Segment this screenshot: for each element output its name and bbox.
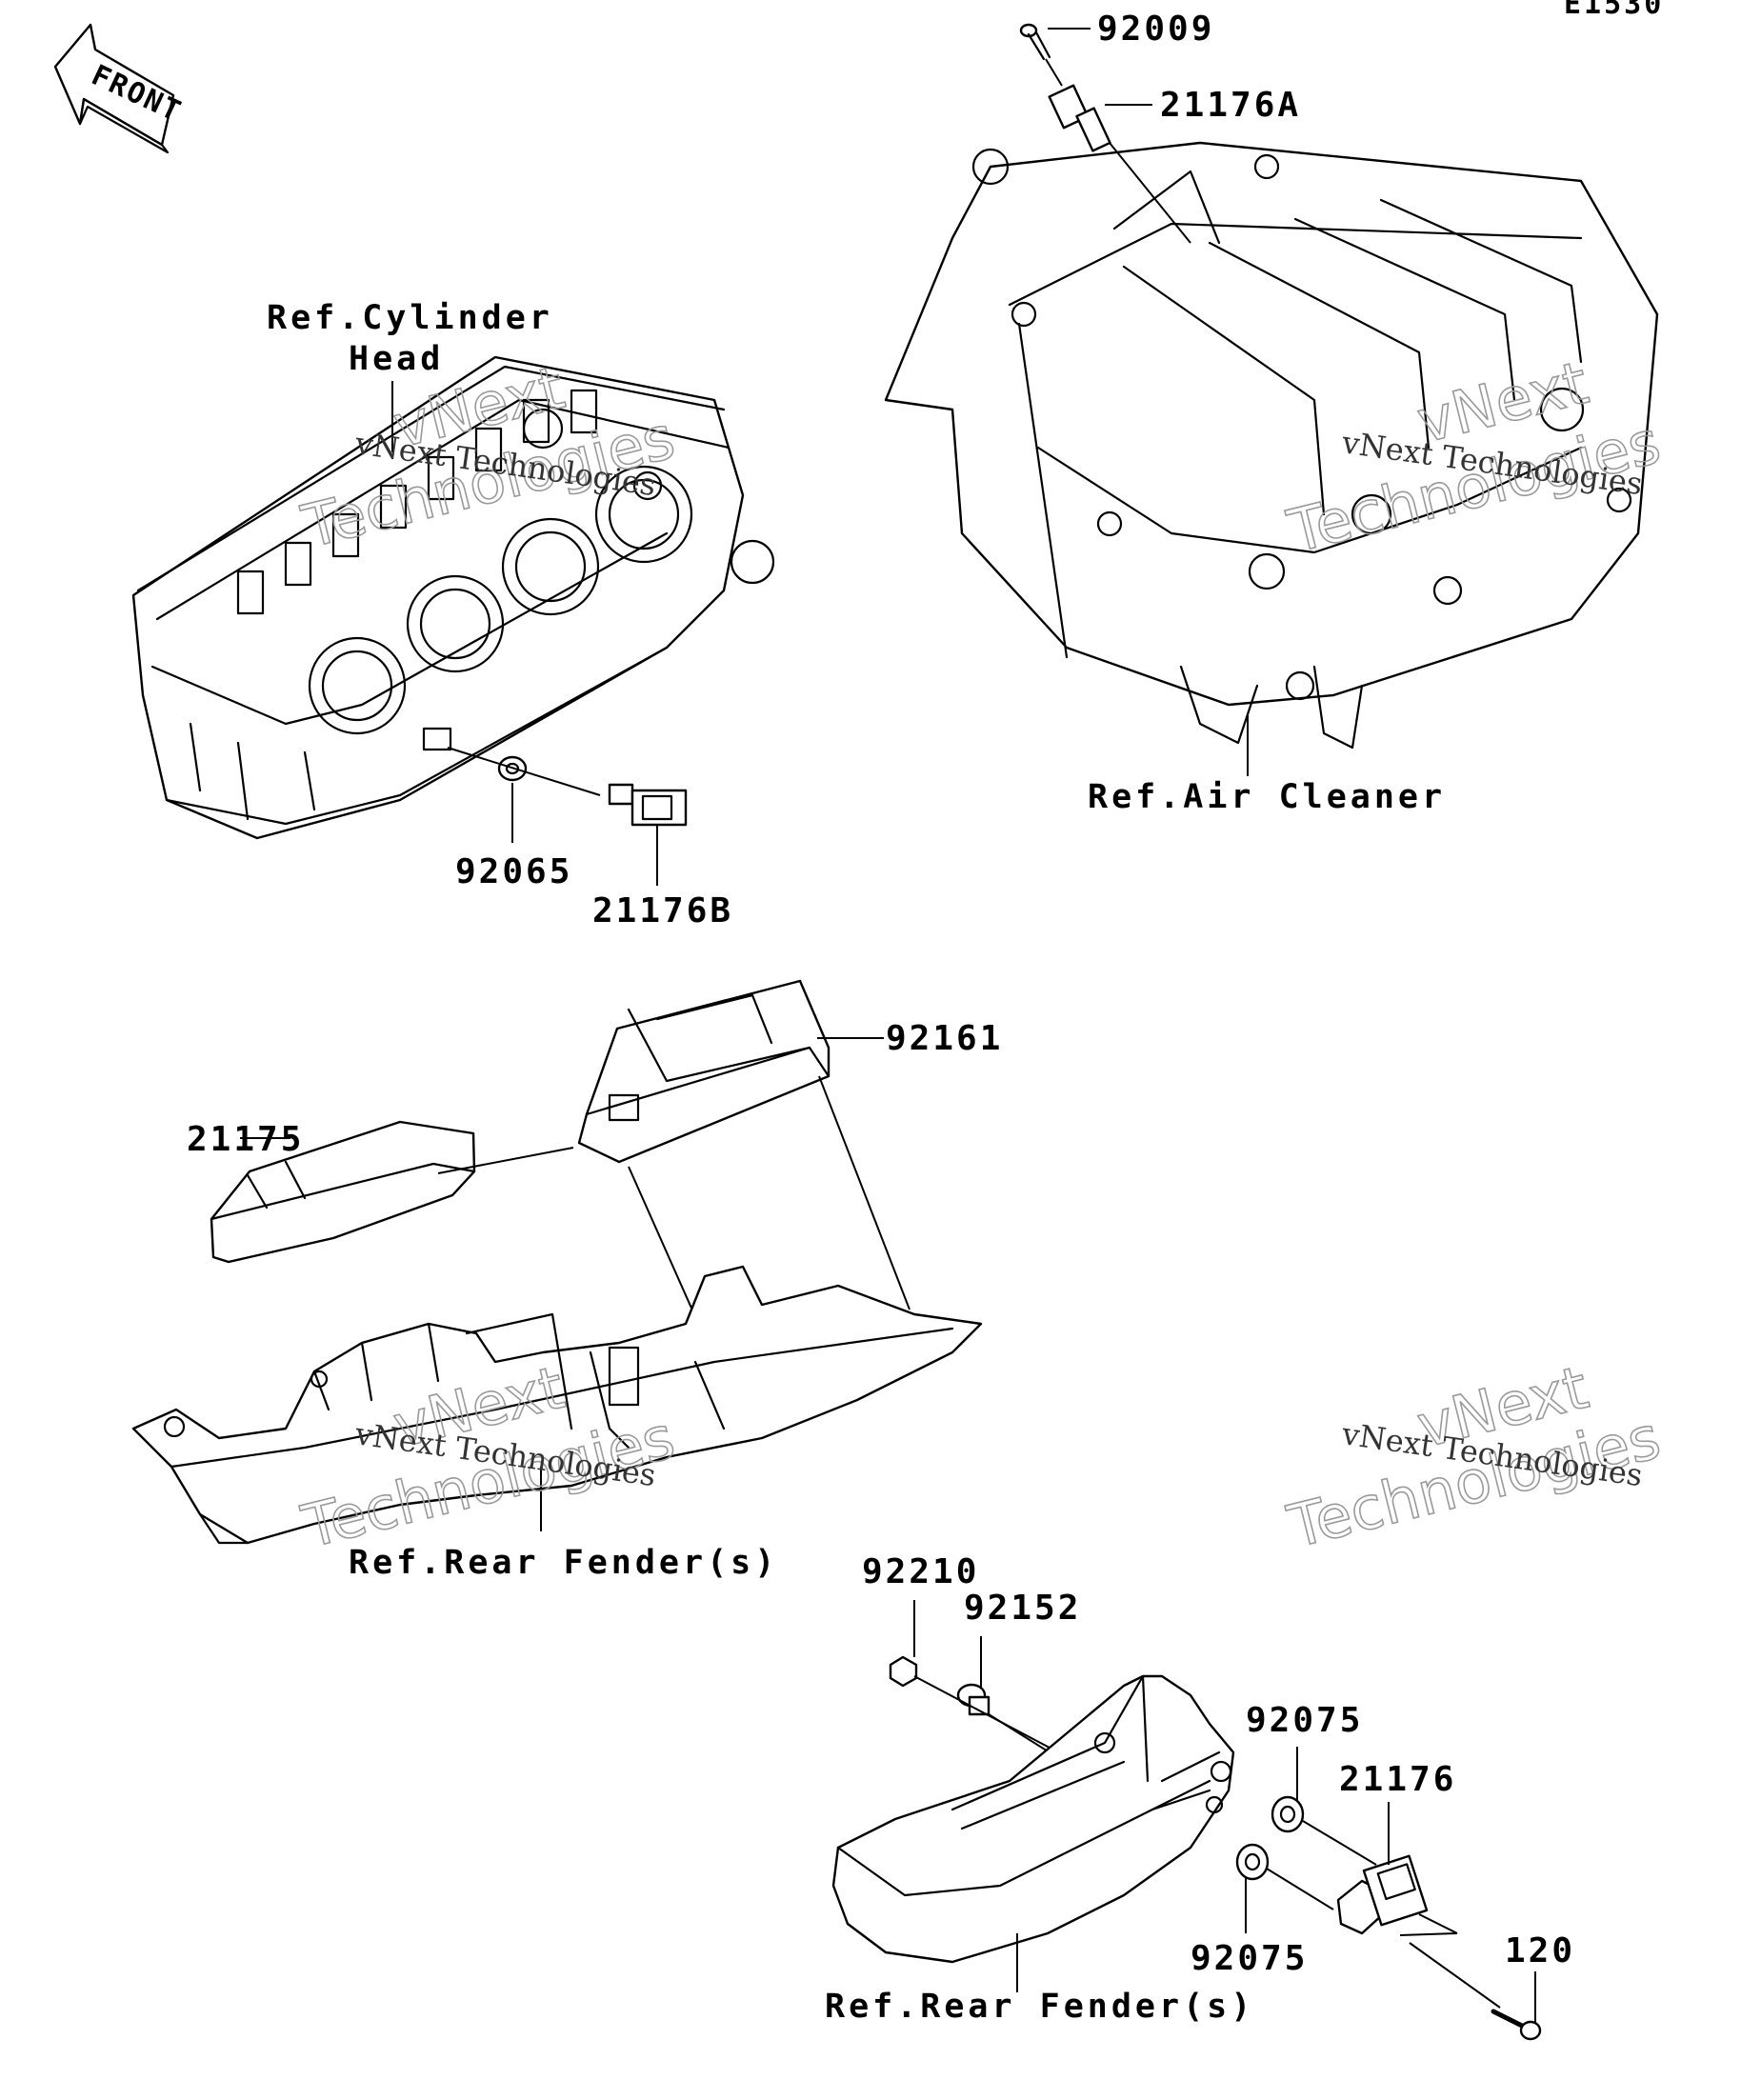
part-label-21176B: 21176B [592,891,733,930]
watermark-left-top: vNext Technologies vNext Technologies [294,351,682,562]
part-label-92065: 92065 [455,852,572,891]
grommet-92075-upper [1271,1795,1305,1833]
cylinder-head-drawing [131,355,775,840]
part-label-92161: 92161 [886,1019,1003,1058]
grommet-92075-lower [1235,1843,1270,1881]
sensor-21176A [1048,84,1111,152]
diagram-code: E1530 [1564,0,1664,21]
bolt-120 [1491,2009,1542,2041]
rear-fender-drawing-2 [831,1674,1235,1964]
part-label-21175: 21175 [187,1120,304,1159]
ref-rear-fender-2: Ref.Rear Fender(s) [825,1988,1254,2026]
part-label-92210: 92210 [862,1552,979,1591]
ecu-bracket-92161 [577,979,830,1164]
ref-rear-fender-1: Ref.Rear Fender(s) [349,1544,778,1582]
part-label-120: 120 [1505,1931,1575,1970]
collar-92152 [956,1683,991,1716]
sensor-21176B [608,783,688,827]
watermark-right-bottom: vNext Technologies vNext Technologies [1280,1351,1668,1562]
part-label-92152: 92152 [964,1589,1081,1628]
air-cleaner-drawing [884,141,1659,750]
rear-fender-drawing-1 [131,1265,983,1545]
part-label-21176: 21176 [1339,1760,1456,1799]
part-label-92075-upper: 92075 [1246,1701,1363,1740]
sensor-21176 [1336,1854,1429,1935]
ref-cylinder-head-line2: Head [349,340,444,378]
nut-92210 [889,1655,918,1688]
part-label-92075-lower: 92075 [1191,1939,1308,1978]
screw-92009 [1019,23,1051,61]
front-arrow-icon: FRONT [53,23,187,154]
ref-cylinder-head-line1: Ref.Cylinder [267,299,553,337]
ref-air-cleaner: Ref.Air Cleaner [1088,778,1446,816]
part-label-92009: 92009 [1097,10,1214,49]
part-label-21176A: 21176A [1160,86,1301,125]
